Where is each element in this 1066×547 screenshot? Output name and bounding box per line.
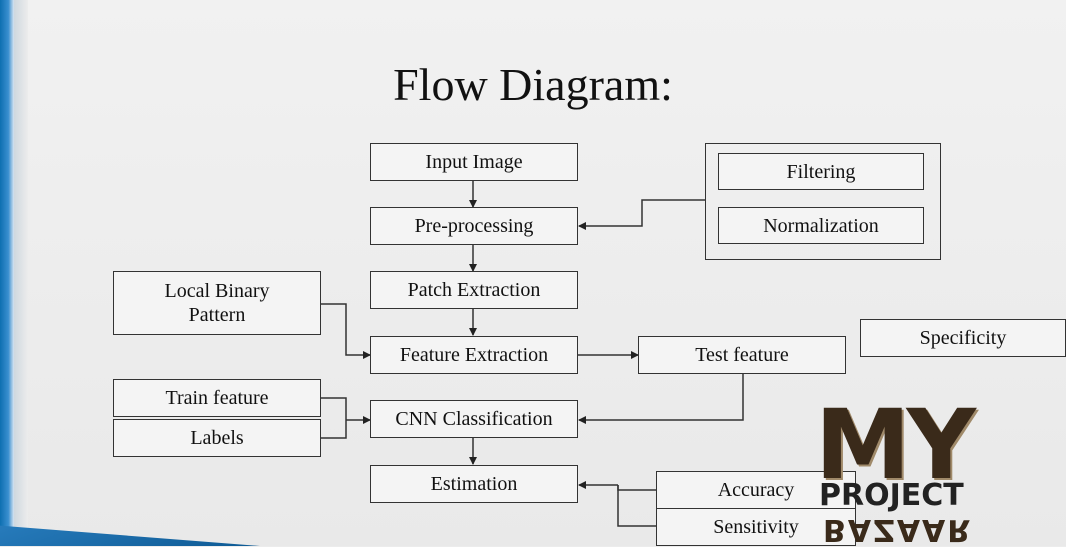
node-train-feature: Train feature xyxy=(113,379,321,417)
node-pre-processing: Pre-processing xyxy=(370,207,578,245)
preprocessing-options-group xyxy=(705,143,941,260)
node-input-image: Input Image xyxy=(370,143,578,181)
node-cnn-classification: CNN Classification xyxy=(370,400,578,438)
line-train-to-cnn xyxy=(321,397,347,420)
node-filtering: Filtering xyxy=(718,153,924,190)
slide-title: Flow Diagram: xyxy=(393,59,673,110)
line-labels-to-cnn xyxy=(321,420,347,439)
node-feature-extraction: Feature Extraction xyxy=(370,336,578,374)
arrow-group-to-preprocessing xyxy=(578,199,705,230)
node-sensitivity: Sensitivity xyxy=(656,508,856,546)
node-specificity: Specificity xyxy=(860,319,1066,357)
slide-accent-left-fade xyxy=(14,0,28,546)
line-sensitivity-to-estimation xyxy=(617,485,656,527)
watermark-my: MY xyxy=(815,389,976,501)
slide-accent-left xyxy=(0,0,14,546)
node-local-binary-pattern: Local Binary Pattern xyxy=(113,271,321,335)
watermark-project: PROJECT xyxy=(819,478,964,513)
watermark-bazaar: BAZAAR xyxy=(823,512,973,547)
node-estimation: Estimation xyxy=(370,465,578,503)
node-labels: Labels xyxy=(113,419,321,457)
node-patch-extraction: Patch Extraction xyxy=(370,271,578,309)
arrow-test-to-cnn xyxy=(578,374,744,424)
arrow-lbp-to-feature xyxy=(321,303,371,359)
node-test-feature: Test feature xyxy=(638,336,846,374)
node-normalization: Normalization xyxy=(718,207,924,244)
line-accuracy-to-estimation xyxy=(617,485,656,491)
project-bazaar-watermark-logo: MY PROJECT BAZAAR xyxy=(815,389,1027,547)
